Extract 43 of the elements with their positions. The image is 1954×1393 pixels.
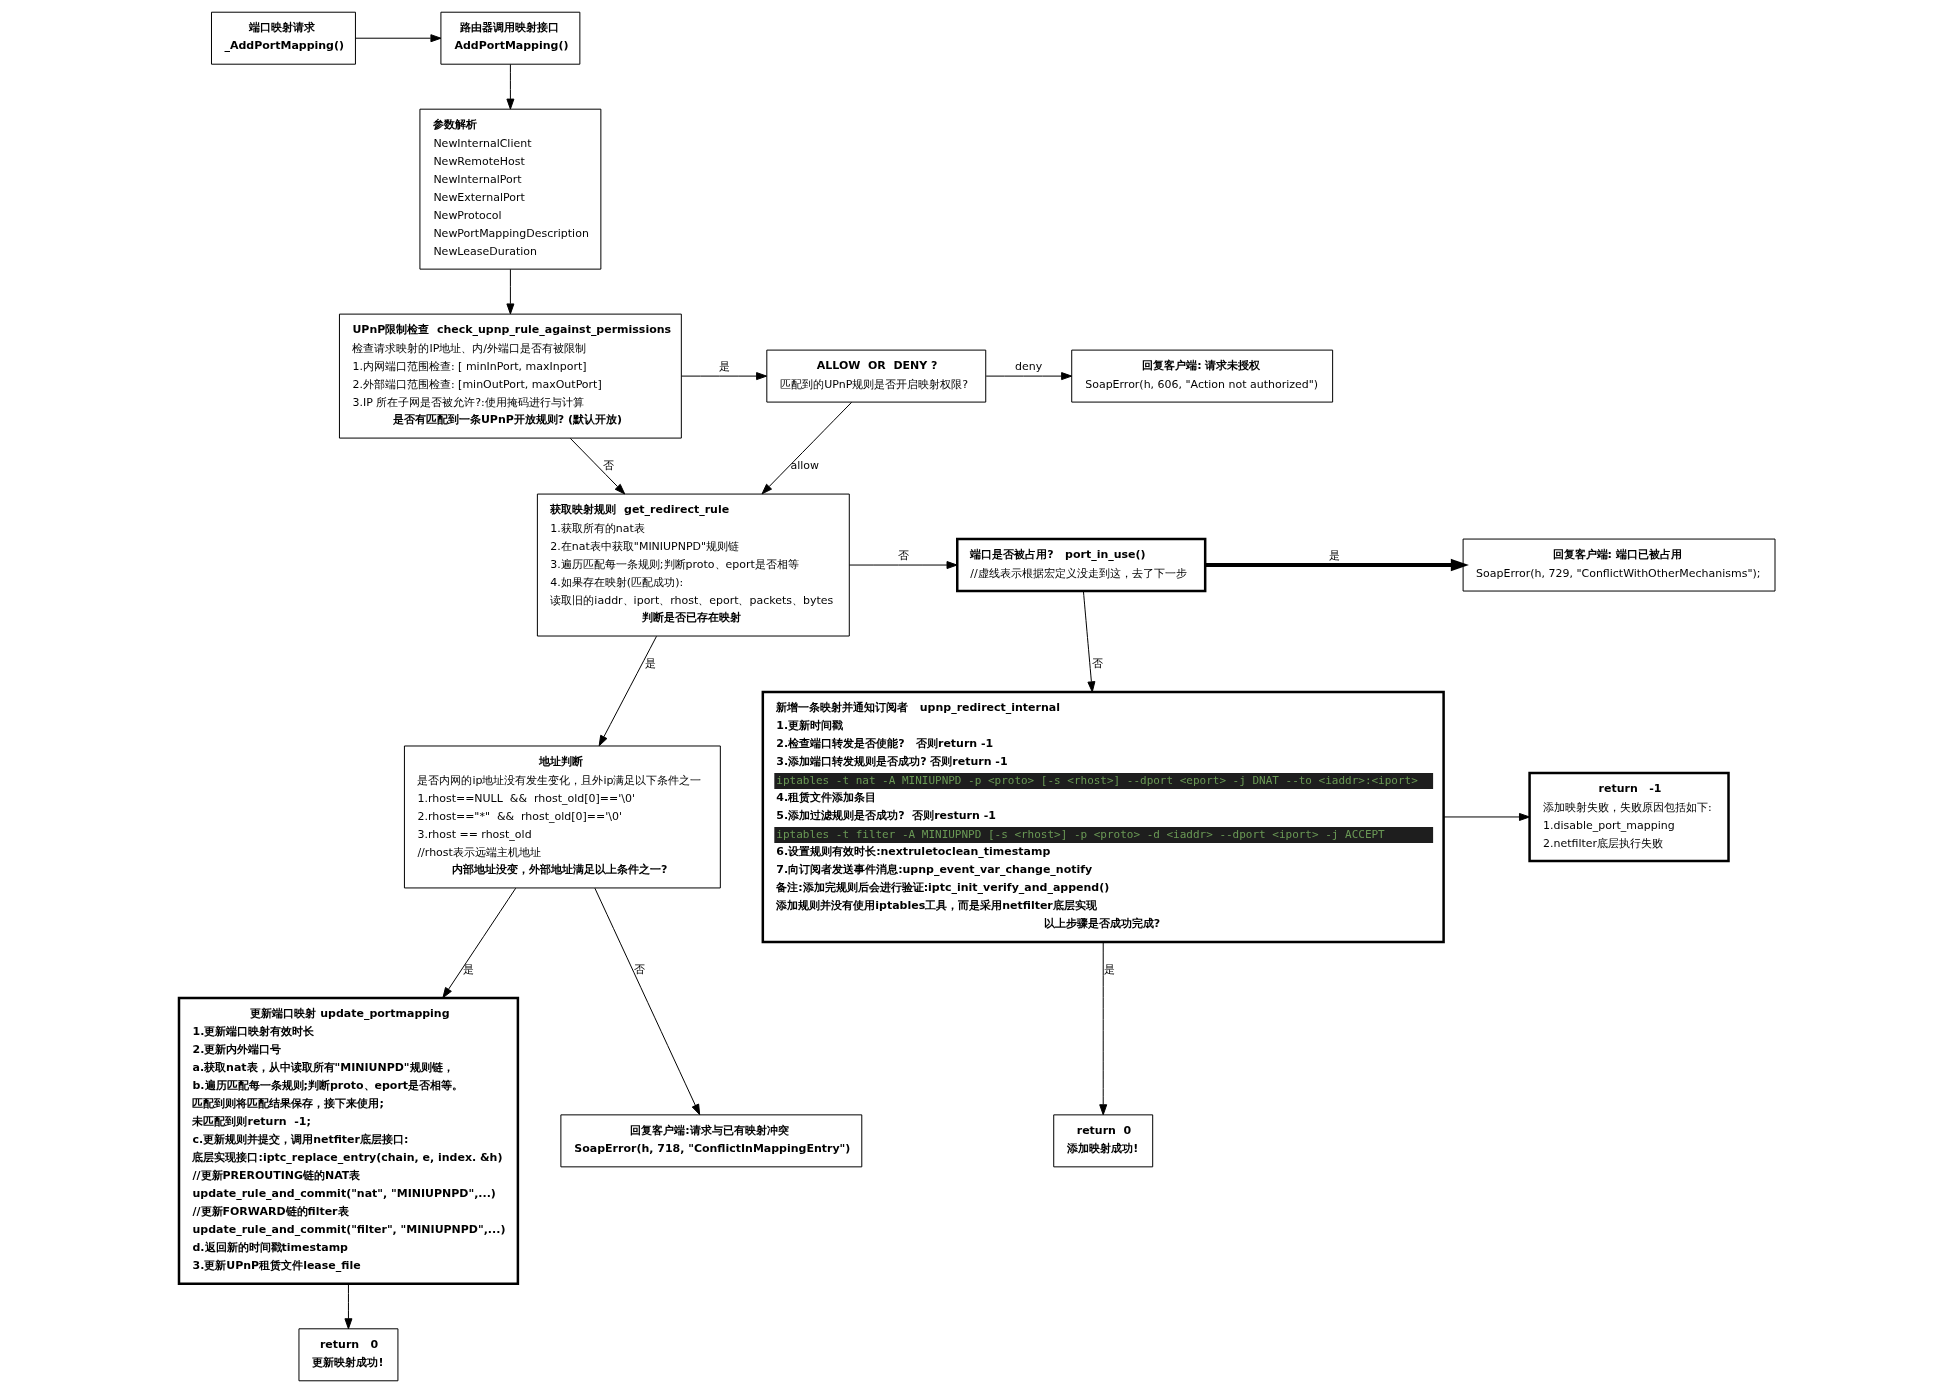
edge-label: 否 bbox=[633, 962, 645, 976]
edge-label: 是 bbox=[718, 359, 730, 373]
node-box: 端口是否被占用? port_in_use() //虚线表示根据宏定义没走到这，去了下一步 bbox=[956, 537, 1207, 593]
arrow bbox=[598, 635, 657, 747]
edge-label: 否 bbox=[1091, 656, 1103, 670]
arrow bbox=[761, 401, 853, 495]
arrow bbox=[1205, 558, 1469, 572]
edge-label: 是 bbox=[1328, 548, 1340, 562]
edge-label: 是 bbox=[1103, 962, 1115, 976]
arrow bbox=[1082, 590, 1096, 693]
node-box: 端口映射请求 _AddPortMapping() bbox=[211, 11, 356, 65]
arrow bbox=[506, 268, 515, 315]
node-box: 回复客户端: 请求未授权 SoapError(h, 606, "Action not authorized") bbox=[1071, 349, 1334, 403]
arrow bbox=[442, 887, 517, 999]
node-box: 更新端口映射 update_portmapping 1.更新端口映射有效时长 2.更新内外端口号 a.获取nat表，从中读取所有"MINIUNPD"规则链， b.遍历匹配每一条规则;判断proto、eport是否相等。 匹配到则将匹配结果保存，接下来使用; 未匹配到则return -1; c.更新规则并提交，调用netfiter底层接口: 底层实现接口:iptc_replace_entry(chain, e, index. &h) //更新PREROUTING链的NAT表 update_rule_and_commit("nat", "MINIUPNPD",...) //更新FORWARD链的filter表 update_rule_and_commit("filter", "MINIUPNPD",...) d.返回新的时间戳timestamp 3.更新UPnP租赁文件lease_file bbox=[177, 996, 520, 1286]
edge-label: deny bbox=[1015, 359, 1043, 373]
node-box: ALLOW OR DENY ? 匹配到的UPnP规则是否开启映射权限? bbox=[766, 349, 987, 403]
node-box: 回复客户端: 端口已被占用 SoapError(h, 729, "ConflictWithOtherMechanisms"); bbox=[1462, 538, 1776, 592]
node-box: 获取映射规则 get_redirect_rule 1.获取所有的nat表 2.在nat表中获取"MINIUPNPD"规则链 3.遍历匹配每一条规则;判断proto、eport是否相等 4.如果存在映射(匹配成功): 读取旧的iaddr、iport、rhost、eport、packets、bytes 判断是否已存在映射 bbox=[536, 493, 850, 637]
node-box: UPnP限制检查 check_upnp_rule_against_permissions 检查请求映射的IP地址、内/外端口是否有被限制 1.内网端口范围检查: [ minInPort, maxInport] 2.外部端口范围检查: [minOutPort, maxOutPort] 3.IP 所在子网是否被允许?:使用掩码进行与计算 是否有匹配到一条UPnP开放规则? (默认开放) bbox=[338, 313, 682, 439]
node-box: return -1 添加映射失败，失败原因包括如下: 1.disable_port_mapping 2.netfilter底层执行失败 bbox=[1528, 771, 1730, 863]
node-box: 地址判断 是否内网的ip地址没有发生变化，且外ip满足以下条件之一 1.rhost==NULL && rhost_old[0]=='\0' 2.rhost=="*" && rhost_old[0]=='\0' 3.rhost == rhost_old //rhost表示远端主机地址 内部地址没变，外部地址满足以上条件之一? bbox=[403, 745, 721, 889]
node-box: return 0 更新映射成功! bbox=[298, 1328, 399, 1382]
arrow bbox=[681, 372, 768, 381]
arrow bbox=[985, 372, 1073, 381]
arrow bbox=[848, 561, 958, 570]
arrow bbox=[506, 64, 515, 110]
node-box: return 0 添加映射成功! bbox=[1053, 1114, 1154, 1168]
arrow bbox=[1443, 812, 1530, 821]
edge-label: 否 bbox=[602, 458, 614, 472]
edge-label: 否 bbox=[897, 548, 909, 562]
node-box: 回复客户端:请求与已有映射冲突 SoapError(h, 718, "ConflictInMappingEntry") bbox=[560, 1114, 863, 1168]
arrow bbox=[1099, 941, 1108, 1116]
edge-label: allow bbox=[790, 458, 820, 472]
arrow bbox=[594, 887, 701, 1116]
arrow bbox=[569, 437, 626, 495]
arrow bbox=[344, 1283, 353, 1330]
node-box: 新增一条映射并通知订阅者 upnp_redirect_internal 1.更新时间戳 2.检查端口转发是否使能? 否则return -1 3.添加端口转发规则是否成功? 否则return -1 iptables -t nat -A MINIUPNPD -p <proto> [-s <rhost>] --dport <eport> -j DNAT --to <iaddr>:<iport> 4.租赁文件添加条目 5.添加过滤规则是否成功? 否则resturn -1 iptables -t filter -A MINIUPNPD [-s <rhost>] -p <proto> -d <iaddr> --dport <iport> -j ACCEPT 6.设置规则有效时长:nextruletoclean_timestamp 7.向订阅者发送事件消息:upnp_event_var_change_notify 备注:添加完规则后会进行验证:iptc_init_verify_and_append() 添加规则并没有使用iptables工具，而是采用netfilter底层实现 以上步骤是否成功完成? bbox=[761, 690, 1445, 944]
node-box: 路由器调用映射接口 AddPortMapping() bbox=[440, 11, 581, 65]
arrow bbox=[355, 34, 442, 43]
node-box: 参数解析 NewInternalClient NewRemoteHost NewInternalPort NewExternalPort NewProtocol NewPortMappingDescription NewLeaseDuration bbox=[419, 108, 602, 270]
edge-label: 是 bbox=[644, 656, 656, 670]
edge-label: 是 bbox=[462, 962, 474, 976]
